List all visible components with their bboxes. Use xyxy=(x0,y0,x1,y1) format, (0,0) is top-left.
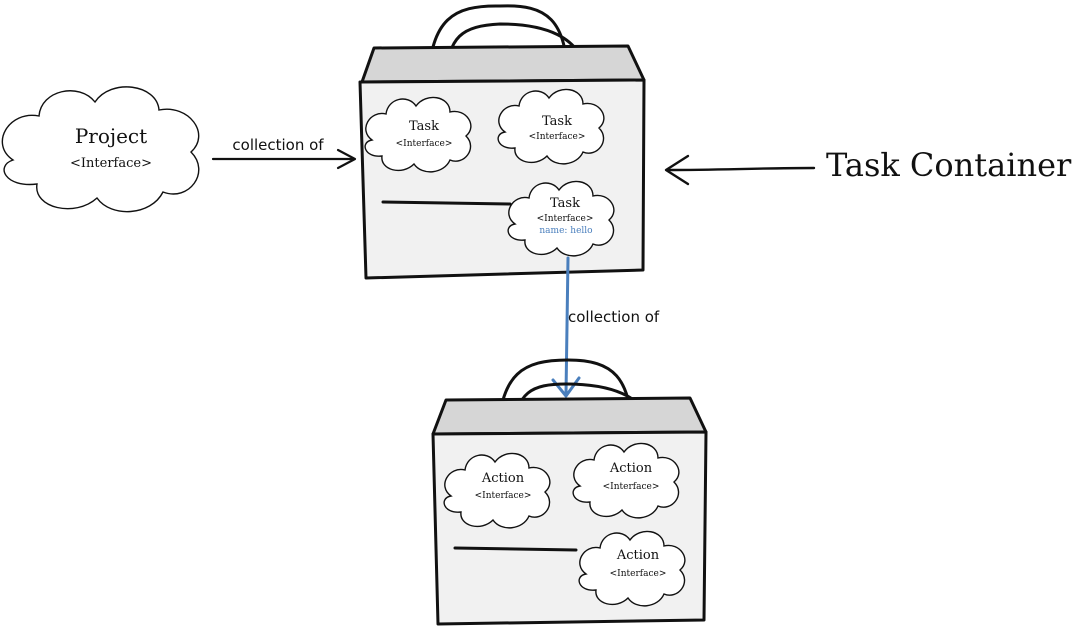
edge-task-to-actions: collection of xyxy=(551,256,660,398)
task-1-title: Task xyxy=(409,119,439,134)
task-2-subtitle: <Interface> xyxy=(529,132,586,142)
task-2-title: Task xyxy=(542,114,572,129)
action-bag-slot-line xyxy=(453,546,578,552)
action-2-subtitle: <Interface> xyxy=(603,482,660,492)
task-3-title: Task xyxy=(550,196,580,211)
action-node-1: Action <Interface> xyxy=(443,452,551,529)
task-3-subtitle: <Interface> xyxy=(537,214,594,224)
task-bag-opening xyxy=(360,44,646,84)
action-3-subtitle: <Interface> xyxy=(610,569,667,579)
task-container-callout-arrowhead xyxy=(664,154,690,186)
task-container-callout: Task Container xyxy=(664,146,1072,186)
task-bag-slot-line xyxy=(381,200,512,206)
project-node: Project <Interface> xyxy=(1,86,200,213)
task-container-label: Task Container xyxy=(826,146,1072,184)
task-node-1: Task <Interface> xyxy=(364,96,472,173)
action-1-subtitle: <Interface> xyxy=(475,491,532,501)
task-node-3: Task <Interface> name: hello xyxy=(507,180,615,257)
task-node-2: Task <Interface> xyxy=(497,88,605,165)
project-cloud-shape xyxy=(1,86,200,213)
action-bag-opening xyxy=(431,396,708,436)
edge-project-arrowhead xyxy=(336,148,357,170)
action-2-title: Action xyxy=(609,461,653,476)
task-container-callout-line xyxy=(666,166,816,172)
edge-project-to-tasks: collection of xyxy=(211,136,357,170)
task-1-subtitle: <Interface> xyxy=(396,139,453,149)
edge-project-label: collection of xyxy=(232,136,324,154)
edge-actions-label: collection of xyxy=(568,308,660,326)
action-3-title: Action xyxy=(616,548,660,563)
action-node-2: Action <Interface> xyxy=(572,442,680,519)
action-node-3: Action <Interface> xyxy=(578,530,686,607)
edge-actions-line xyxy=(564,256,570,396)
project-subtitle: <Interface> xyxy=(70,156,152,171)
action-1-title: Action xyxy=(481,471,525,486)
project-title: Project xyxy=(75,124,147,148)
task-3-note: name: hello xyxy=(539,226,592,236)
action-bag-handle-back xyxy=(496,358,634,434)
